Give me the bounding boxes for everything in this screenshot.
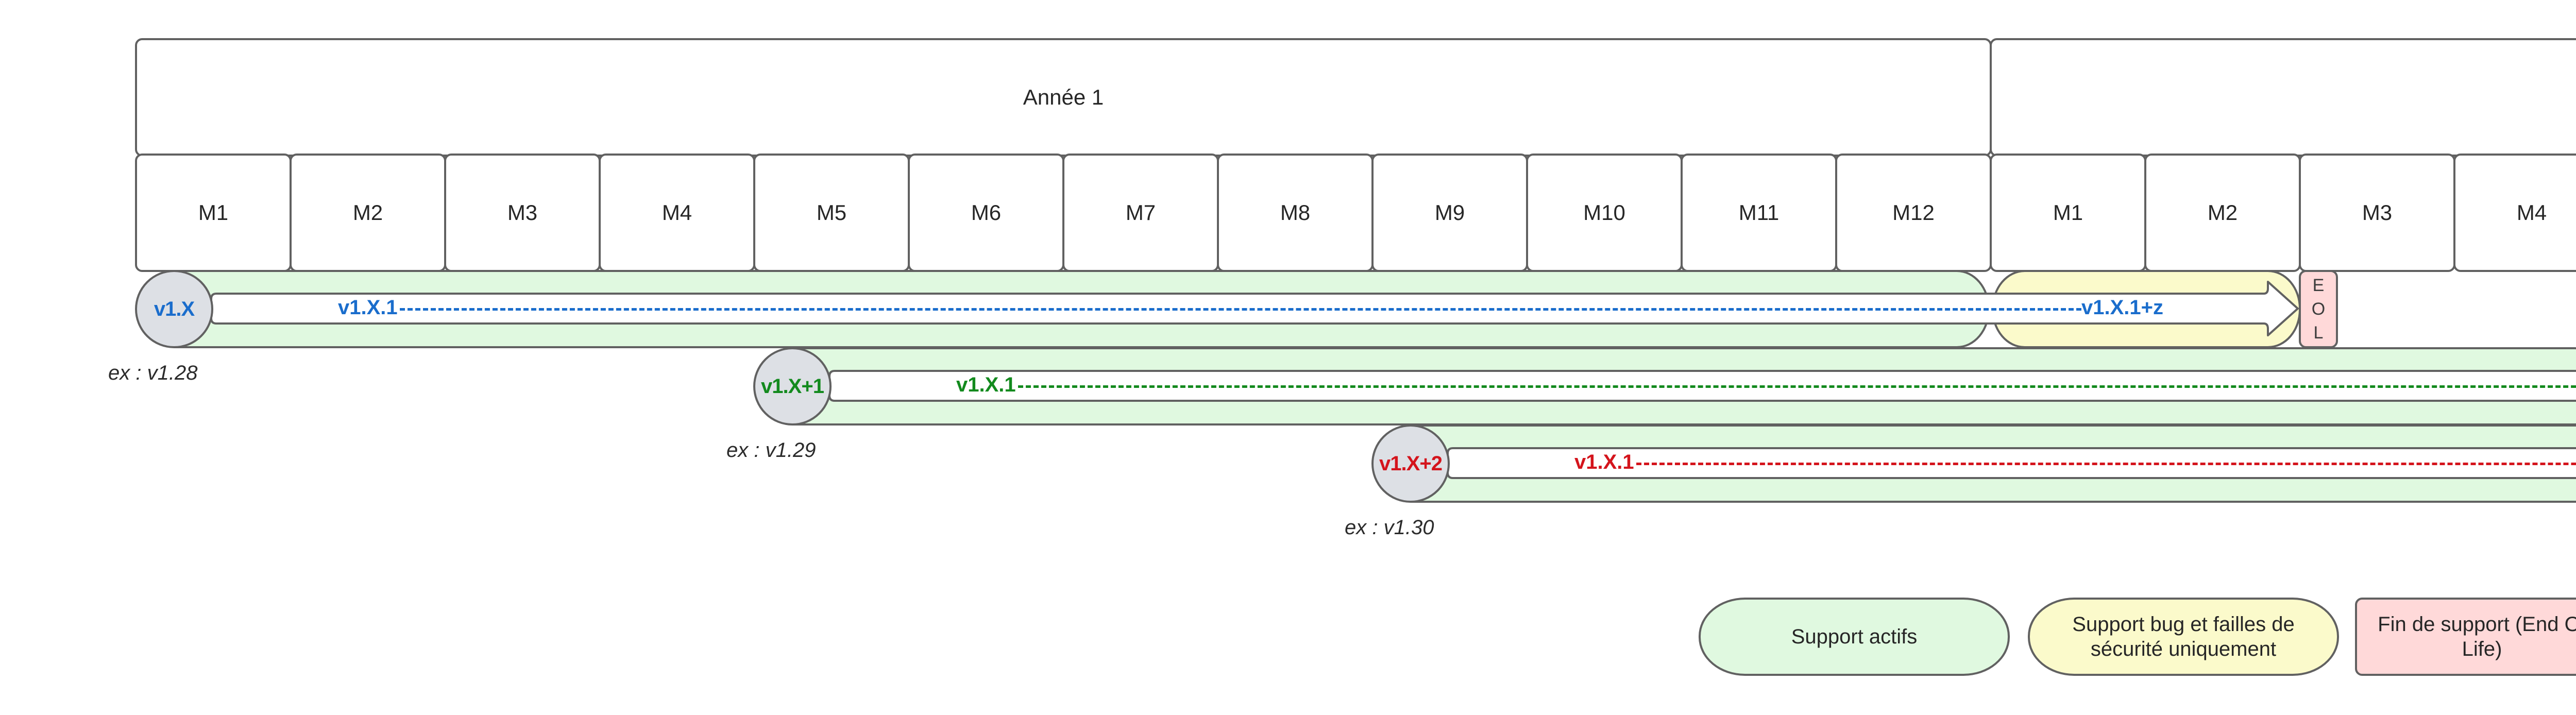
month-label: M7 bbox=[1125, 200, 1156, 225]
month-header-cell: M9 bbox=[1371, 154, 1528, 272]
month-header-cell: M10 bbox=[1526, 154, 1683, 272]
month-label: M1 bbox=[198, 200, 229, 225]
month-header-cell: M11 bbox=[1681, 154, 1837, 272]
first-patch-label: v1.X.1 bbox=[338, 296, 398, 319]
eol-letter: E bbox=[2312, 276, 2325, 295]
version-circle: v1.X+2 bbox=[1371, 424, 1450, 503]
month-label: M2 bbox=[352, 200, 383, 225]
year-header-cell: Année 2 bbox=[1990, 38, 2576, 157]
legend-eol-label: Fin de support (End Of Life) bbox=[2378, 613, 2576, 660]
legend-active-label: Support actifs bbox=[1791, 625, 1918, 648]
month-header-cell: M3 bbox=[444, 154, 601, 272]
version-label: v1.X+1 bbox=[761, 374, 824, 398]
example-version-label: ex : v1.28 bbox=[108, 362, 198, 384]
month-label: M1 bbox=[2053, 200, 2083, 225]
month-label: M11 bbox=[1738, 200, 1780, 225]
month-header-cell: M4 bbox=[2453, 154, 2576, 272]
month-header-cell: M6 bbox=[908, 154, 1064, 272]
month-header-cell: M12 bbox=[1835, 154, 1992, 272]
month-label: M8 bbox=[1280, 200, 1311, 225]
patch-timeline-dashes bbox=[400, 308, 2081, 311]
month-label: M3 bbox=[2362, 200, 2393, 225]
month-label: M5 bbox=[816, 200, 847, 225]
month-header-cell: M1 bbox=[135, 154, 292, 272]
version-circle: v1.X bbox=[135, 270, 213, 348]
example-version-label: ex : v1.30 bbox=[1345, 516, 1434, 539]
month-label: M10 bbox=[1583, 200, 1625, 225]
month-label: M6 bbox=[971, 200, 1002, 225]
month-header-cell: M2 bbox=[290, 154, 446, 272]
version-label: v1.X bbox=[154, 297, 195, 320]
example-version-label: ex : v1.29 bbox=[726, 439, 816, 462]
patch-timeline-dashes bbox=[1636, 463, 2576, 465]
legend-active-support: Support actifs bbox=[1699, 598, 2010, 676]
month-label: M4 bbox=[2516, 200, 2547, 225]
month-label: M9 bbox=[1434, 200, 1465, 225]
version-label: v1.X+2 bbox=[1379, 452, 1443, 475]
month-header-cell: M3 bbox=[2299, 154, 2455, 272]
legend-security-label: Support bug et failles de sécurité uniqu… bbox=[2072, 613, 2295, 660]
month-label: M3 bbox=[507, 200, 538, 225]
eol-letter: O bbox=[2311, 299, 2326, 319]
year-label: Année 1 bbox=[1023, 85, 1104, 109]
year-header-cell: Année 1 bbox=[135, 38, 1992, 157]
month-header-cell: M8 bbox=[1217, 154, 1374, 272]
month-header-cell: M7 bbox=[1062, 154, 1219, 272]
first-patch-label: v1.X.1 bbox=[1574, 451, 1634, 473]
month-header-cell: M4 bbox=[599, 154, 755, 272]
legend-security-support: Support bug et failles de sécurité uniqu… bbox=[2028, 598, 2339, 676]
last-patch-label: v1.X.1+z bbox=[2081, 296, 2164, 319]
month-label: M4 bbox=[662, 200, 692, 225]
eol-letter: L bbox=[2313, 323, 2324, 343]
legend-end-of-life: Fin de support (End Of Life) bbox=[2355, 598, 2576, 676]
month-header-cell: M1 bbox=[1990, 154, 2146, 272]
version-circle: v1.X+1 bbox=[753, 347, 832, 425]
month-header-cell: M2 bbox=[2144, 154, 2301, 272]
month-label: M12 bbox=[1892, 200, 1935, 225]
month-label: M2 bbox=[2207, 200, 2238, 225]
patch-timeline-dashes bbox=[1018, 385, 2576, 388]
month-header-cell: M5 bbox=[753, 154, 910, 272]
first-patch-label: v1.X.1 bbox=[956, 373, 1016, 396]
